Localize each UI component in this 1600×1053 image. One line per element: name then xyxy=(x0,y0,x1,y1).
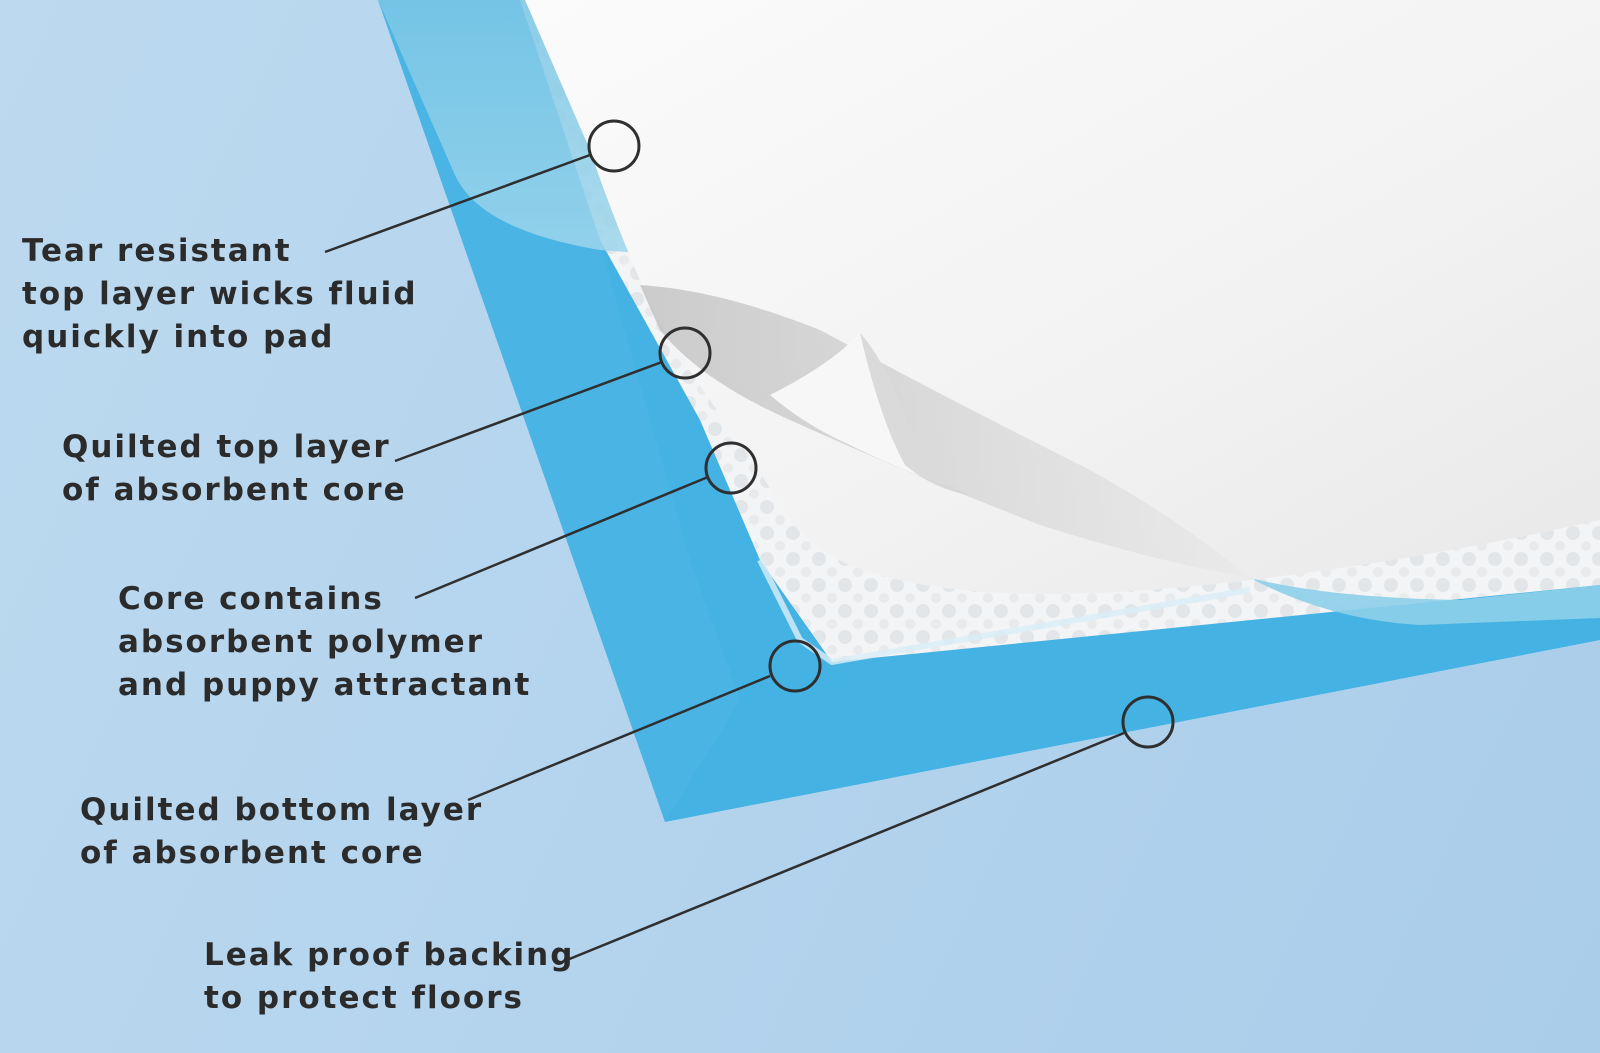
leader-lines xyxy=(324,153,1125,964)
callout-1-line-1: Tear resistant xyxy=(22,233,292,269)
curled-corner-shadow xyxy=(860,333,970,495)
marker-circle-2 xyxy=(658,326,712,380)
marker-circle-4 xyxy=(768,639,822,693)
marker-circle-1 xyxy=(587,119,641,173)
backing-sheen xyxy=(378,0,740,822)
leader-line-5 xyxy=(561,731,1125,964)
leader-line-2 xyxy=(394,360,663,463)
callout-1-line-2: top layer wicks fluid xyxy=(22,276,418,312)
callout-4-line-1: Quilted bottom layer xyxy=(80,792,484,828)
backing-flap-right xyxy=(1250,578,1600,625)
callout-3-line-1: Core contains xyxy=(118,581,384,617)
callout-5-line-2: to protect floors xyxy=(204,980,524,1016)
fold-shadow xyxy=(640,285,1250,578)
callout-markers xyxy=(587,119,1175,749)
leader-line-1 xyxy=(324,153,591,254)
callout-label-quilted-bottom: Quilted bottom layer of absorbent core xyxy=(80,789,483,875)
callout-label-quilted-top: Quilted top layer of absorbent core xyxy=(62,426,407,512)
callout-2-line-1: Quilted top layer xyxy=(62,429,391,465)
callout-5-line-1: Leak proof backing xyxy=(204,937,575,973)
callout-1-line-3: quickly into pad xyxy=(22,319,335,355)
marker-circle-3 xyxy=(704,441,758,495)
leader-line-4 xyxy=(467,674,771,802)
top-sheet xyxy=(525,0,1600,594)
marker-circle-5 xyxy=(1121,695,1175,749)
callout-label-top-layer: Tear resistant top layer wicks fluid qui… xyxy=(22,230,418,359)
callout-label-backing: Leak proof backing to protect floors xyxy=(204,934,574,1020)
backing-flap xyxy=(378,0,730,262)
callout-label-core: Core contains absorbent polymer and pupp… xyxy=(118,578,531,707)
callout-3-line-2: absorbent polymer xyxy=(118,624,484,660)
callout-2-line-2: of absorbent core xyxy=(62,472,407,508)
leader-line-3 xyxy=(414,475,709,600)
callout-3-line-3: and puppy attractant xyxy=(118,667,532,703)
callout-4-line-2: of absorbent core xyxy=(80,835,425,871)
